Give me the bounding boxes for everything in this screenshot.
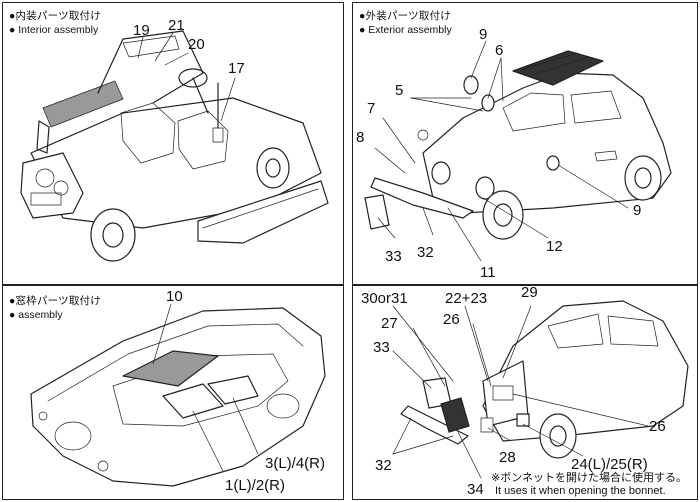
part-5-label: 5 [395,82,404,99]
interior-heading: ●内装パーツ取付け ● Interior assembly [9,9,101,37]
part-27-label: 27 [381,315,398,332]
interior-title-en: ● Interior assembly [9,24,99,36]
part-11-label: 11 [480,264,496,281]
bonnet-note-jp: ※ボンネットを開けた場合に使用する。 [491,472,687,484]
window-title-jp: ●窓枠パーツ取付け [9,295,101,307]
exterior-title-jp: ●外装パーツ取付け [359,10,451,22]
part-19-label: 19 [133,22,150,39]
part-9-body-label: 9 [633,202,642,219]
bonnet-assembly-panel: 30or31 22+23 29 27 26 33 26 32 28 24(L)/… [352,285,698,500]
window-heading: ●窓枠パーツ取付け ● assembly [9,294,101,322]
part-24-25-label: 24(L)/25(R) [571,456,648,473]
part-26-right-label: 26 [649,418,666,435]
part-21-label: 21 [168,17,185,34]
interior-title-jp: ●内装パーツ取付け [9,10,101,22]
part-33-label: 33 [373,339,390,356]
part-17-label: 17 [228,60,245,77]
part-10-label: 10 [166,288,183,305]
part-33-label: 33 [385,248,402,265]
part-22-23-label: 22+23 [445,290,488,307]
part-8-label: 8 [356,129,365,146]
part-32-label: 32 [375,457,392,474]
part-3-4-label: 3(L)/4(R) [265,455,326,472]
part-9-mirror-label: 9 [479,26,488,43]
exterior-title-en: ● Exterior assembly [359,24,452,36]
part-29-label: 29 [521,285,538,301]
window-body-drawing [30,303,326,487]
part-7-label: 7 [367,100,376,117]
exterior-heading: ●外装パーツ取付け ● Exterior assembly [359,9,452,37]
part-6-label: 6 [495,42,504,59]
bonnet-note-en: It uses it when opening the bonnet. [495,485,666,497]
part-1-2-label: 1(L)/2(R) [225,477,286,494]
exterior-car-drawing [364,40,672,262]
part-28-label: 28 [499,449,516,466]
interior-body-drawing [20,30,329,262]
window-frame-assembly-panel: ●窓枠パーツ取付け ● assembly 10 3(L)/4(R) 1(L)/2… [2,285,344,500]
bonnet-car-drawing [392,300,689,479]
part-12-label: 12 [546,238,563,255]
part-20-label: 20 [188,36,205,53]
part-26-top-label: 26 [443,311,460,328]
exterior-assembly-panel: ●外装パーツ取付け ● Exterior assembly [352,2,698,285]
part-32-label: 32 [417,244,434,261]
window-title-en: ● assembly [9,309,63,321]
part-34-label: 34 [467,481,484,498]
interior-assembly-panel: ●内装パーツ取付け ● Interior assembly [2,2,344,285]
part-30or31-label: 30or31 [361,290,408,307]
